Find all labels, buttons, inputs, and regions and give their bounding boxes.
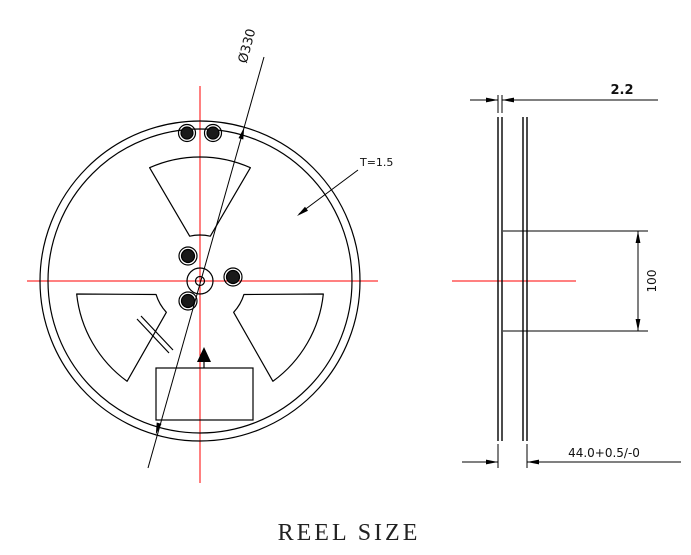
diameter-label: Ø330 bbox=[236, 27, 260, 65]
tape-slot-line bbox=[140, 315, 174, 351]
thickness-label: T=1.5 bbox=[359, 156, 393, 169]
overall-width-label: 44.0+0.5/-0 bbox=[568, 446, 640, 460]
arrowhead-icon bbox=[297, 206, 308, 216]
arrowhead-icon bbox=[527, 459, 539, 465]
tape-hole-ring bbox=[203, 123, 223, 143]
reel-outer-flange-circle bbox=[39, 120, 361, 442]
tape-hole bbox=[180, 126, 194, 140]
hub-bore-circle bbox=[186, 267, 214, 295]
hub-hole bbox=[180, 293, 196, 309]
arrowhead-icon bbox=[635, 319, 641, 331]
arrowhead-icon bbox=[486, 97, 498, 103]
side-view-dimensions: 2.2 100 44.0+0.5/-0 bbox=[462, 83, 681, 468]
hub-hole bbox=[225, 269, 241, 285]
drawing-title: REEL SIZE bbox=[278, 520, 421, 546]
reel-inner-rim-circle bbox=[47, 128, 353, 434]
front-view bbox=[39, 120, 361, 442]
arrowhead-icon bbox=[635, 231, 641, 243]
arrowhead-icon bbox=[238, 127, 245, 140]
tape-hole-ring bbox=[177, 123, 197, 143]
hub-diameter-label: 100 bbox=[645, 270, 659, 293]
label-box bbox=[155, 367, 254, 421]
diameter-dimension-line bbox=[147, 56, 265, 469]
arrowhead-icon bbox=[486, 459, 498, 465]
hub-hole-ring bbox=[178, 291, 198, 311]
direction-arrow-icon bbox=[197, 347, 211, 362]
hub-hole-ring bbox=[178, 246, 198, 266]
side-view bbox=[497, 117, 648, 441]
tape-slot-line bbox=[136, 318, 170, 354]
flange-thickness-label: 2.2 bbox=[610, 83, 633, 98]
hub-hole-ring bbox=[223, 267, 243, 287]
front-view-dimensions: Ø330 T=1.5 bbox=[147, 27, 393, 469]
arrowhead-icon bbox=[502, 97, 514, 103]
arrowhead-icon bbox=[155, 422, 162, 435]
thickness-leader-line bbox=[298, 169, 359, 215]
hub-hole bbox=[180, 248, 196, 264]
tape-hole bbox=[206, 126, 220, 140]
centerlines bbox=[27, 86, 576, 483]
